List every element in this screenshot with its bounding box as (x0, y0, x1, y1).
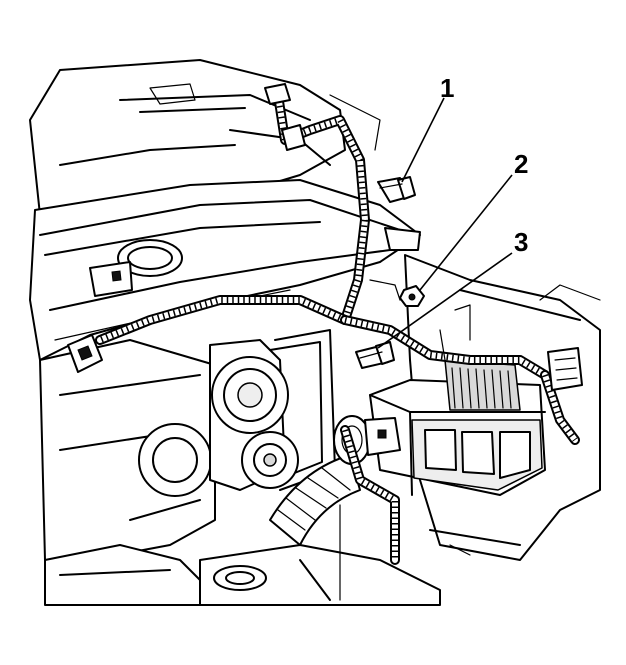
control-module (364, 359, 546, 496)
nut-2-icon (399, 285, 425, 307)
cowl-beam (29, 179, 421, 361)
callout-leader-2 (419, 174, 513, 291)
harness-connector-right (547, 347, 583, 391)
strut-tower (39, 339, 216, 561)
generator-pulley (209, 329, 336, 491)
callout-leader-1 (401, 97, 445, 183)
bolt-3-icon (355, 341, 395, 369)
harness-connector-left (67, 334, 103, 373)
callout-label-2: 2 (514, 149, 528, 179)
callout-leader-3 (377, 252, 513, 349)
lower-frame (199, 504, 441, 606)
harness-connector-top (264, 83, 306, 151)
bolt-1-icon (377, 176, 416, 203)
bracket-stud (369, 227, 471, 361)
wiring-harness (95, 90, 580, 565)
callout-label-3: 3 (514, 227, 528, 257)
callout-leaders (377, 97, 513, 349)
callout-label-1: 1 (440, 73, 454, 103)
